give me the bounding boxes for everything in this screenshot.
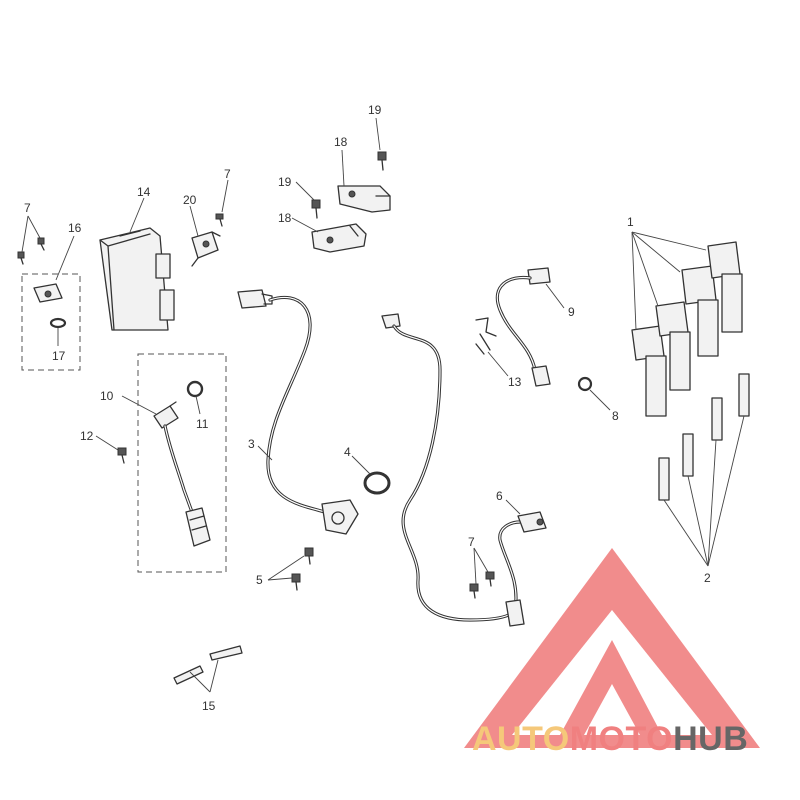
part-13-bracket xyxy=(475,317,497,355)
watermark-text: AUTOMOTOHUB xyxy=(472,720,748,758)
callout-1: 1 xyxy=(627,215,634,229)
callout-5: 5 xyxy=(256,573,263,587)
part-14-ecu xyxy=(99,227,175,331)
coil-4 xyxy=(707,241,743,333)
part-5-bolts xyxy=(291,547,314,591)
part-8-oring xyxy=(577,376,593,392)
part-7-bolt-a xyxy=(215,213,224,227)
part-18-sensor-lower xyxy=(311,223,367,253)
part-6-sensor xyxy=(517,511,547,533)
part-20-sensor xyxy=(191,231,221,267)
part-19-bolt-lower xyxy=(311,199,321,219)
part-18-sensor-upper xyxy=(337,185,391,213)
callout-16: 16 xyxy=(68,221,82,235)
callout-19-upper: 19 xyxy=(368,103,382,117)
callout-17: 17 xyxy=(52,349,66,363)
callout-6: 6 xyxy=(496,489,503,503)
part-12-bolt xyxy=(117,447,127,464)
watermark-moto: MOTO xyxy=(570,720,673,758)
watermark-hub: HUB xyxy=(673,720,748,758)
callout-11: 11 xyxy=(196,417,209,431)
leader-lines xyxy=(21,117,745,693)
part-7-bolt-c xyxy=(469,571,495,599)
coil-1 xyxy=(631,325,667,417)
callout-7-left: 7 xyxy=(24,201,31,215)
part-3-sensor-harness xyxy=(237,289,359,535)
part-17-oring xyxy=(49,317,67,329)
coil-3 xyxy=(681,265,719,357)
callout-numbers: 1 2 3 4 5 6 7 7 7 8 9 10 11 12 13 14 15 … xyxy=(24,103,711,713)
callout-7-center: 7 xyxy=(468,535,475,549)
callout-9: 9 xyxy=(568,305,575,319)
callout-18-lower: 18 xyxy=(278,211,292,225)
callout-2: 2 xyxy=(704,571,711,585)
part-9-oxygen-sensor xyxy=(495,267,551,387)
watermark-logo: AUTOMOTOHUB xyxy=(464,548,760,758)
part-16-sensor xyxy=(33,283,63,303)
callout-7-top: 7 xyxy=(224,167,231,181)
part-11-oring xyxy=(186,380,204,398)
callout-12: 12 xyxy=(80,429,94,443)
main-wire-harness xyxy=(381,313,525,627)
callout-19-lower: 19 xyxy=(278,175,292,189)
callout-8: 8 xyxy=(612,409,619,423)
logo-m-shape xyxy=(560,640,662,735)
callout-3: 3 xyxy=(248,437,255,451)
callout-4: 4 xyxy=(344,445,351,459)
part-1-ignition-coils xyxy=(631,241,743,417)
callout-20: 20 xyxy=(183,193,197,207)
part-2-spark-plugs xyxy=(658,373,750,501)
callout-15: 15 xyxy=(202,699,216,713)
callout-13: 13 xyxy=(508,375,522,389)
callout-10: 10 xyxy=(100,389,114,403)
coil-2 xyxy=(655,301,691,391)
part-4-oring xyxy=(363,471,391,495)
part-10-group-frame xyxy=(137,353,227,573)
part-10-sensor-harness xyxy=(153,401,211,547)
part-15-plugs xyxy=(173,645,243,685)
callout-18-upper: 18 xyxy=(334,135,348,149)
part-16-group-frame xyxy=(21,273,81,371)
watermark-auto: AUTO xyxy=(472,720,570,758)
part-7-bolt-b xyxy=(17,237,45,265)
part-19-bolt-upper xyxy=(377,151,387,171)
callout-14: 14 xyxy=(137,185,151,199)
